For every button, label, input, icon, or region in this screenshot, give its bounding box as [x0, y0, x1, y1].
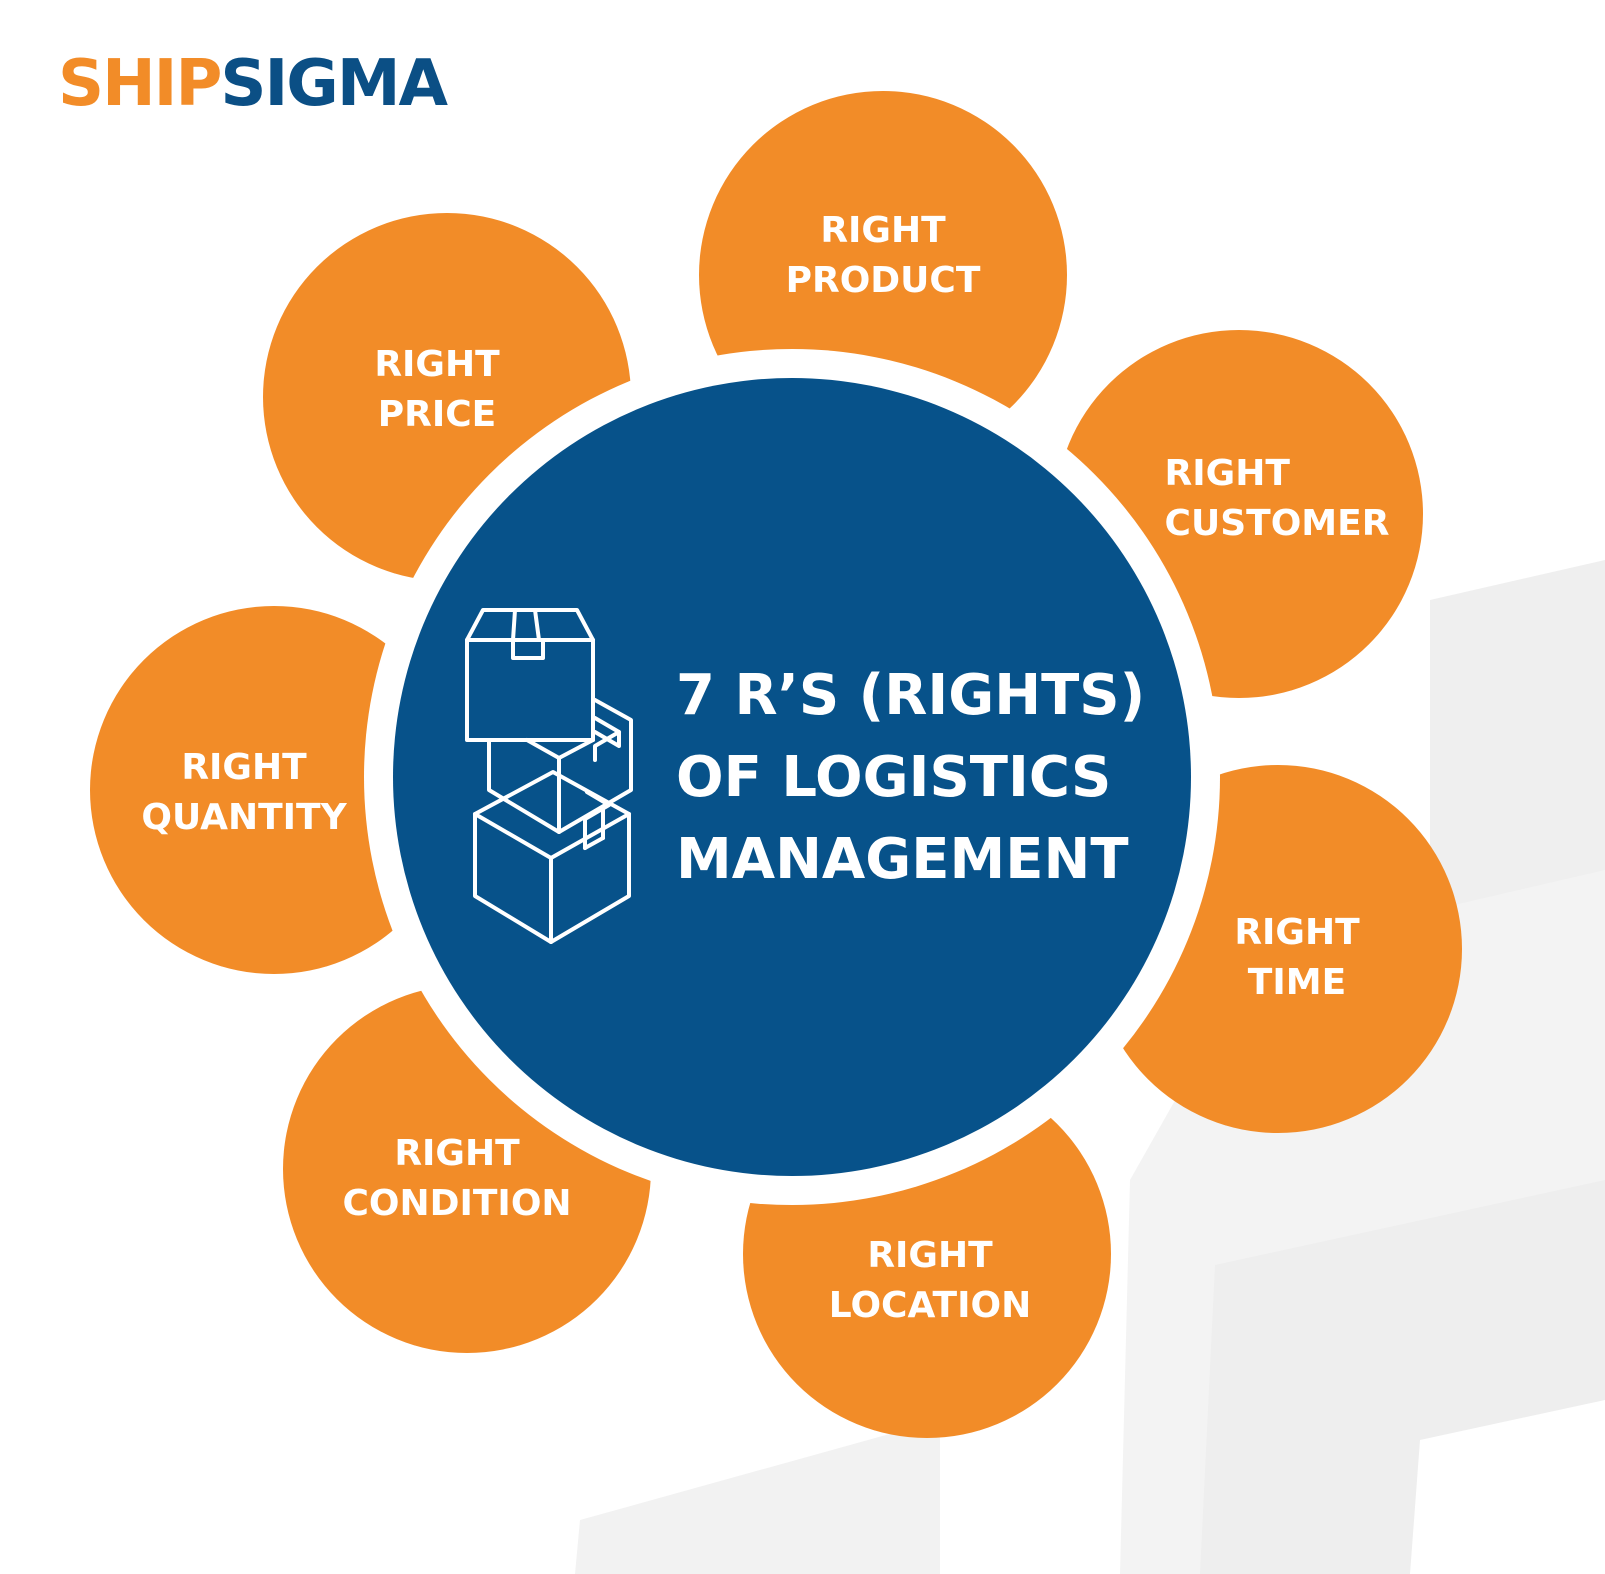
label-line-2: TIME	[1247, 962, 1347, 1003]
shipsigma-logo: SHIPSIGMA	[58, 52, 448, 116]
label-right-product: RIGHT PRODUCT	[786, 206, 981, 306]
label-line-1: RIGHT	[867, 1235, 993, 1276]
label-line-2: CUSTOMER	[1164, 503, 1390, 544]
center-disc	[393, 378, 1191, 1176]
label-line-2: PRODUCT	[785, 260, 981, 301]
label-line-1: RIGHT	[1234, 912, 1360, 953]
label-right-time: RIGHT TIME	[1234, 908, 1359, 1008]
logo-text-ship: SHIP	[58, 47, 222, 121]
label-line-1: RIGHT	[394, 1133, 520, 1174]
diagram-title: 7 R’S (RIGHTS) OF LOGISTICS MANAGEMENT	[676, 655, 1145, 901]
label-line-2: PRICE	[377, 394, 497, 435]
logo-text-sigma: SIGMA	[220, 47, 448, 121]
label-right-location: RIGHT LOCATION	[829, 1231, 1031, 1331]
label-right-customer: RIGHT CUSTOMER	[1165, 449, 1390, 549]
title-line-3: MANAGEMENT	[676, 827, 1129, 892]
label-right-condition: RIGHT CONDITION	[342, 1129, 571, 1229]
label-line-2: QUANTITY	[141, 797, 347, 838]
label-right-quantity: RIGHT QUANTITY	[141, 743, 346, 843]
stacked-boxes-icon	[465, 608, 633, 944]
label-right-price: RIGHT PRICE	[374, 340, 499, 440]
label-line-2: LOCATION	[828, 1285, 1032, 1326]
title-line-2: OF LOGISTICS	[676, 745, 1112, 810]
label-line-1: RIGHT	[181, 747, 307, 788]
label-line-2: CONDITION	[342, 1183, 572, 1224]
label-line-1: RIGHT	[374, 344, 500, 385]
label-line-1: RIGHT	[1164, 453, 1290, 494]
title-line-1: 7 R’S (RIGHTS)	[676, 663, 1146, 728]
label-line-1: RIGHT	[820, 210, 946, 251]
